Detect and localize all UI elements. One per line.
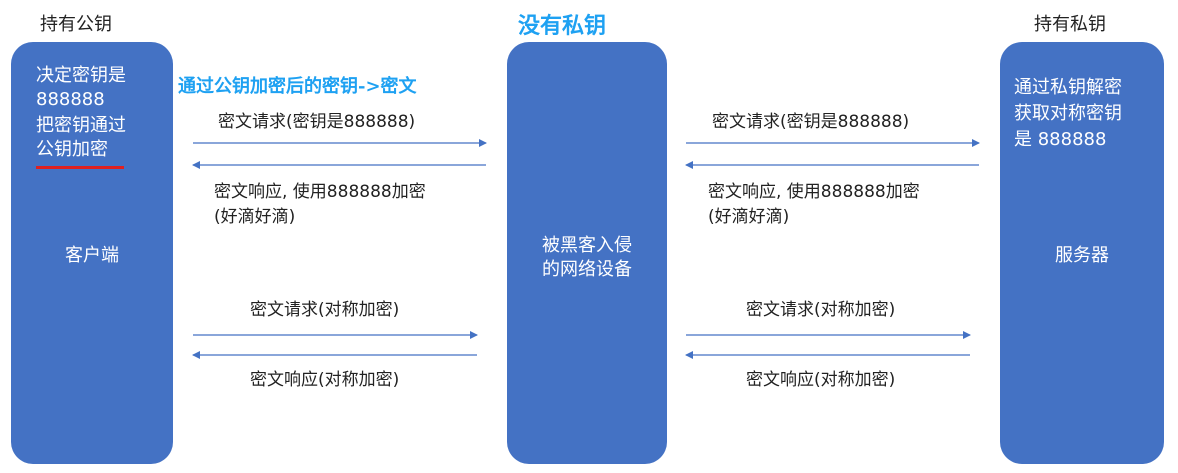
left-response-2-label: 密文响应(对称加密)	[250, 370, 400, 390]
right-response-1-label-line2: (好滴好滴)	[708, 207, 790, 227]
server-text-line2: 获取对称密钥	[1014, 103, 1122, 124]
client-text-line1: 决定密钥是	[36, 65, 126, 86]
client-underline	[36, 166, 124, 169]
server-text-line1: 通过私钥解密	[1014, 77, 1122, 98]
hacked-device-line2: 的网络设备	[542, 259, 632, 280]
server-label: 服务器	[1055, 245, 1109, 266]
encrypted-key-note: 通过公钥加密后的密钥->密文	[178, 76, 417, 97]
left-request-2-label: 密文请求(对称加密)	[250, 300, 400, 320]
left-response-1-label-line1: 密文响应, 使用888888加密	[214, 182, 426, 202]
server-text-line3: 是 888888	[1014, 129, 1107, 150]
left-response-1-label-line2: (好滴好滴)	[214, 207, 296, 227]
client-box	[11, 42, 173, 464]
client-header: 持有公钥	[40, 14, 112, 35]
client-text-line4: 公钥加密	[36, 139, 108, 160]
hacked-device-box	[507, 42, 667, 464]
server-header: 持有私钥	[1034, 14, 1106, 35]
hacked-device-line1: 被黑客入侵	[542, 235, 632, 256]
middle-header: 没有私钥	[518, 13, 607, 39]
client-text-line3: 把密钥通过	[36, 115, 126, 136]
right-request-2-label: 密文请求(对称加密)	[746, 300, 896, 320]
right-request-1-label: 密文请求(密钥是888888)	[712, 112, 910, 132]
left-request-1-label: 密文请求(密钥是888888)	[218, 112, 416, 132]
client-text-line2: 888888	[36, 89, 105, 110]
server-box	[1000, 42, 1164, 464]
right-response-1-label-line1: 密文响应, 使用888888加密	[708, 182, 920, 202]
right-response-2-label: 密文响应(对称加密)	[746, 370, 896, 390]
client-label: 客户端	[65, 245, 119, 266]
